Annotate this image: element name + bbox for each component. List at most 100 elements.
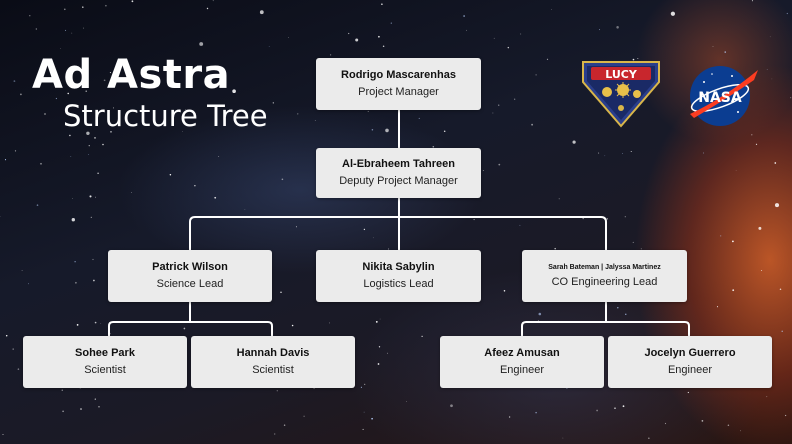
star [632, 241, 634, 243]
star [385, 128, 389, 133]
star [774, 162, 777, 164]
star [554, 247, 556, 250]
connector-leads-bar [189, 216, 607, 250]
star [724, 51, 726, 53]
svg-text:LUCY: LUCY [605, 68, 638, 81]
person-role: Science Lead [156, 278, 224, 290]
node-scientist: Sohee Park Scientist [23, 336, 187, 388]
star [450, 404, 453, 408]
star [125, 66, 127, 67]
star [519, 224, 521, 226]
star [364, 383, 366, 385]
star [283, 424, 286, 426]
star [55, 97, 58, 100]
star [493, 37, 495, 39]
node-logistics-lead: Nikita Sabylin Logistics Lead [316, 250, 481, 302]
star [280, 291, 282, 293]
star [382, 45, 385, 47]
star [640, 248, 642, 250]
star [598, 152, 600, 154]
person-name: Patrick Wilson [152, 261, 228, 273]
star [89, 195, 92, 198]
star [378, 346, 381, 348]
star [182, 131, 183, 132]
person-role: Logistics Lead [363, 278, 434, 290]
star [418, 117, 420, 119]
node-co-engineering-lead: Sarah Bateman | Jalyssa Martinez CO Engi… [522, 250, 687, 302]
star [199, 42, 204, 46]
star [61, 389, 63, 391]
star [463, 15, 465, 17]
star [103, 79, 106, 82]
person-name: Rodrigo Mascarenhas [341, 69, 456, 81]
star [13, 80, 16, 82]
star [212, 0, 214, 2]
star [272, 102, 274, 104]
star [632, 58, 635, 61]
star [562, 437, 564, 439]
star [80, 408, 82, 410]
star [94, 398, 96, 400]
star [648, 437, 650, 439]
star [687, 391, 689, 394]
star [71, 32, 73, 34]
star [206, 7, 209, 10]
star [784, 414, 787, 417]
star [218, 156, 220, 158]
star [109, 72, 111, 74]
node-engineer: Jocelyn Guerrero Engineer [608, 336, 772, 388]
star [66, 71, 68, 73]
node-engineer: Afeez Amusan Engineer [440, 336, 604, 388]
star [421, 335, 423, 338]
star [779, 288, 782, 291]
star [191, 73, 193, 75]
star [664, 422, 667, 425]
star [740, 430, 742, 432]
star [105, 4, 107, 7]
star [372, 237, 374, 239]
star [786, 12, 788, 15]
star [701, 420, 704, 422]
star [329, 54, 332, 56]
star [538, 312, 542, 316]
star [371, 128, 374, 131]
star [670, 11, 676, 16]
star [97, 172, 99, 175]
star [355, 38, 359, 42]
person-role: Scientist [84, 364, 126, 376]
star [774, 203, 780, 208]
star [12, 348, 14, 350]
person-role: Engineer [499, 364, 545, 376]
person-name: Sohee Park [75, 347, 135, 359]
node-project-manager: Rodrigo Mascarenhas Project Manager [316, 58, 481, 110]
star [386, 352, 389, 354]
star [20, 93, 22, 96]
star [88, 153, 90, 155]
page-subtitle: Structure Tree [63, 99, 268, 133]
star [21, 269, 23, 271]
page-title: Ad Astra [32, 52, 231, 98]
star [29, 15, 31, 17]
star [297, 113, 299, 115]
star [616, 26, 619, 29]
star [761, 270, 763, 271]
star [558, 198, 560, 200]
star [790, 97, 792, 99]
star [86, 131, 90, 136]
star [406, 401, 408, 403]
star [377, 363, 380, 365]
star [288, 37, 290, 38]
star [69, 134, 71, 137]
star [465, 29, 467, 31]
star [75, 281, 77, 284]
person-role: Deputy Project Manager [339, 175, 458, 187]
star [755, 143, 758, 145]
star [197, 65, 199, 67]
star [531, 123, 533, 126]
star [110, 333, 112, 335]
star [727, 424, 730, 426]
star [348, 32, 350, 35]
person-role: CO Engineering Lead [551, 276, 658, 288]
star [40, 162, 42, 165]
star [92, 258, 94, 261]
